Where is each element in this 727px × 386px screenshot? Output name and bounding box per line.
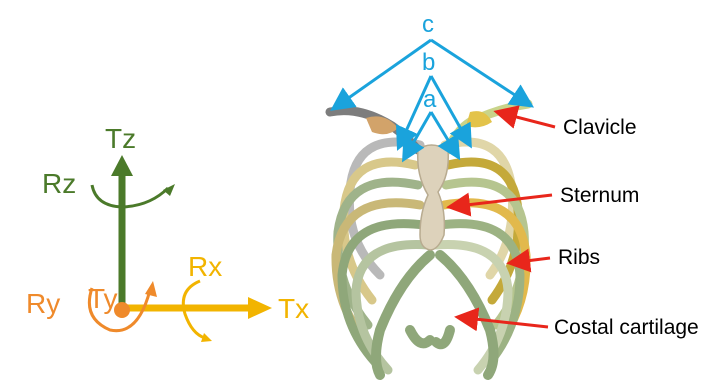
- rx-label: Rx: [188, 251, 222, 282]
- tx-label: Tx: [278, 293, 309, 324]
- label-sternum: Sternum: [560, 184, 639, 207]
- tz-label: Tz: [105, 123, 136, 154]
- ty-label: Ty: [88, 283, 118, 314]
- bracket-label-b: b: [422, 49, 435, 76]
- bracket-label-a: a: [423, 86, 437, 113]
- label-ribs: Ribs: [558, 246, 600, 269]
- bracket-label-c: c: [422, 11, 434, 38]
- coordinate-axes: Tz Rz Tx Rx Ry Ty: [26, 123, 309, 342]
- rz-rotation-icon: [92, 184, 175, 207]
- label-costal-cartilage: Costal cartilage: [554, 316, 699, 339]
- label-clavicle: Clavicle: [563, 116, 637, 139]
- rz-label: Rz: [42, 168, 76, 199]
- origin-dot: [114, 302, 130, 318]
- ry-label: Ry: [26, 288, 60, 319]
- ribcage-illustration: [330, 104, 528, 375]
